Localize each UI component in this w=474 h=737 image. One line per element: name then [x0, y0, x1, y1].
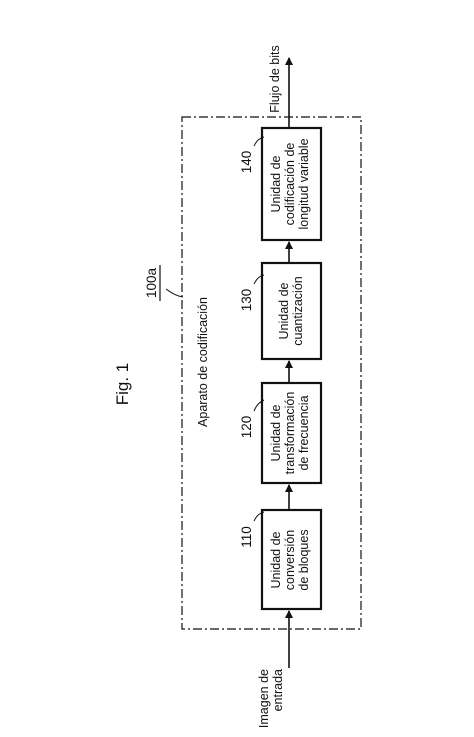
apparatus-ref: 100a — [144, 267, 159, 298]
block-130-line-2: cuantización — [291, 276, 305, 346]
block-120-line-2: transformación — [283, 392, 297, 475]
block-140: Unidad de codificación de longitud varia… — [260, 126, 323, 242]
block-120-line-3: de frecuencia — [297, 395, 311, 470]
block-110-line-2: conversión — [283, 530, 297, 590]
figure-title: Fig. 1 — [113, 363, 132, 406]
input-label-line-1: Imagen de — [257, 669, 271, 728]
block-140-line-2: codificación de — [283, 143, 297, 226]
apparatus-boundary — [181, 116, 362, 630]
block-120-line-1: Unidad de — [269, 404, 283, 461]
block-110: Unidad de conversión de bloques — [260, 508, 323, 611]
input-label-line-2: entrada — [271, 669, 285, 711]
apparatus-ref-leader — [165, 288, 184, 298]
apparatus-label: Aparato de codificación — [196, 297, 210, 427]
block-120: Unidad de transformación de frecuencia — [260, 381, 323, 485]
block-130: Unidad de cuantización — [260, 261, 323, 361]
output-label: Flujo de bits — [268, 45, 282, 112]
block-130-line-1: Unidad de — [277, 282, 291, 339]
block-140-ref: 140 — [239, 151, 254, 174]
block-140-line-1: Unidad de — [269, 155, 283, 212]
block-140-line-3: longitud variable — [297, 138, 311, 229]
block-110-line-3: de bloques — [297, 529, 311, 590]
block-110-ref: 110 — [239, 526, 254, 548]
block-120-ref: 120 — [239, 416, 254, 439]
block-110-line-1: Unidad de — [269, 531, 283, 588]
block-130-ref: 130 — [239, 289, 254, 312]
input-label: Imagen de entrada — [257, 669, 285, 728]
